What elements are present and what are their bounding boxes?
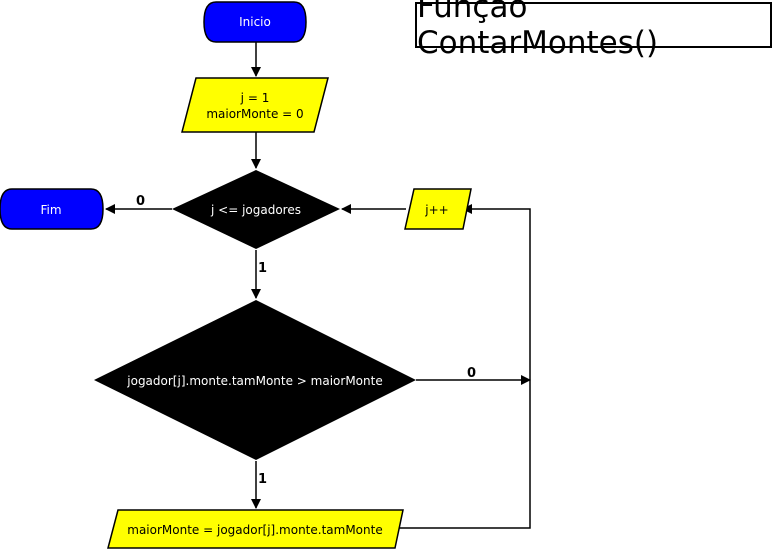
end-shape (0, 188, 104, 230)
init-label-line1: j = 1 (240, 91, 270, 105)
start-shape (203, 1, 307, 43)
init-label-line2: maiorMonte = 0 (206, 107, 303, 121)
assign-node: maiorMonte = jogador[j].monte.tamMonte (107, 509, 404, 549)
function-title-box: Função ContarMontes() (415, 0, 772, 61)
increment-node: j++ (404, 188, 472, 230)
edge-label-compare-true: 1 (258, 472, 267, 487)
start-label: Inicio (239, 15, 271, 29)
assign-label: maiorMonte = jogador[j].monte.tamMonte (127, 523, 382, 537)
compare-decision-label: jogador[j].monte.tamMonte > maiorMonte (126, 374, 382, 388)
loop-decision-node: j <= jogadores (172, 170, 340, 249)
increment-label: j++ (424, 203, 448, 217)
compare-decision-shape (94, 300, 416, 460)
assign-shape (107, 509, 404, 549)
increment-shape (404, 188, 472, 230)
init-shape (181, 77, 329, 133)
edge-label-loop-true: 1 (258, 261, 267, 276)
loop-decision-shape (172, 170, 340, 249)
edge-label-loop-false: 0 (136, 194, 145, 209)
end-node: Fim (0, 188, 104, 230)
start-node: Inicio (203, 1, 307, 43)
connectors (105, 42, 531, 529)
edge-assign-to-increment (398, 204, 531, 529)
end-label: Fim (40, 203, 61, 217)
function-title: Função ContarMontes() (417, 0, 659, 61)
loop-decision-label: j <= jogadores (210, 203, 301, 217)
edge-label-compare-false: 0 (467, 366, 476, 381)
init-node: j = 1 maiorMonte = 0 (181, 77, 329, 133)
compare-decision-node: jogador[j].monte.tamMonte > maiorMonte (94, 300, 416, 460)
